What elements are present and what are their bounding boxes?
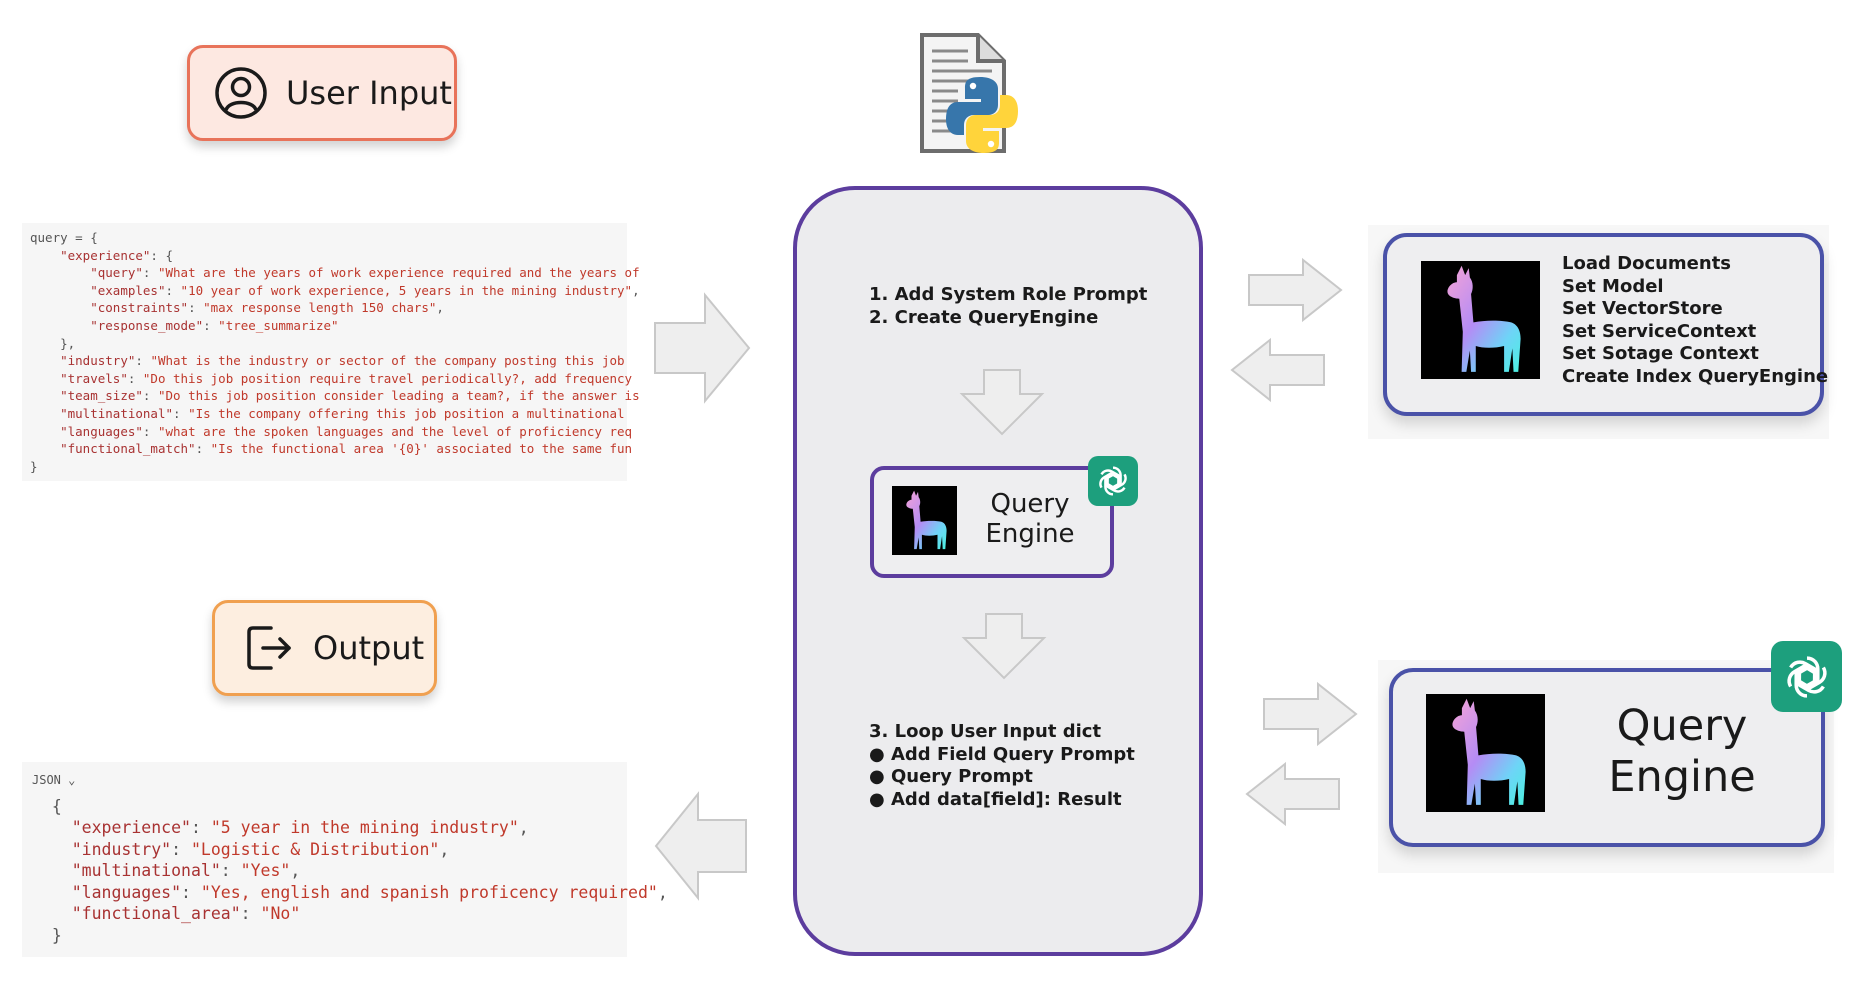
output-node: Output (212, 600, 437, 696)
arrow-down-icon (961, 613, 1047, 680)
code-line: "multinational": "Yes", (71, 861, 301, 880)
code-line: { (32, 796, 62, 816)
code-line: } (32, 925, 62, 945)
code-line: "experience": { (60, 247, 173, 263)
logout-icon (243, 622, 295, 674)
setup-item: Create Index QueryEngine (1562, 365, 1829, 387)
query-dict-code-block: query = { "experience": { "query": "What… (22, 223, 640, 481)
arrow-left-icon (1230, 337, 1325, 403)
code-line: "industry": "Logistic & Distribution", (71, 839, 450, 859)
code-line: "response_mode": "tree_summarize" (90, 317, 339, 333)
query-engine-card-label: Query Engine (1608, 701, 1756, 802)
code-line: "languages": "Yes, english and spanish p… (71, 882, 668, 902)
code-line: "travels": "Do this job position require… (60, 370, 633, 386)
code-line: "examples": "10 year of work experience,… (90, 282, 640, 298)
python-file-icon (920, 33, 1018, 153)
arrow-right-icon (1263, 681, 1358, 747)
output-label: Output (313, 629, 425, 667)
step-text: ● Add Field Query Prompt (869, 743, 1135, 765)
code-line: "multinational": "Is the company offerin… (60, 405, 625, 421)
code-line: "languages": "what are the spoken langua… (60, 423, 633, 439)
steps-top: 1. Add System Role Prompt 2. Create Quer… (869, 284, 1147, 329)
arrow-left-icon (1245, 761, 1340, 827)
user-circle-icon (214, 66, 268, 120)
steps-bottom: 3. Loop User Input dict ● Add Field Quer… (869, 721, 1135, 811)
setup-item: Set Sotage Context (1562, 343, 1759, 365)
openai-icon (1088, 456, 1138, 506)
json-output-code-block: JSON ⌄ { "experience": "5 year in the mi… (22, 762, 668, 957)
user-input-label: User Input (286, 74, 452, 112)
llama-logo (1421, 261, 1540, 379)
step-text: 3. Loop User Input dict (869, 721, 1102, 742)
arrow-right-icon (654, 292, 751, 404)
code-line: }, (30, 335, 76, 351)
code-line: "industry": "What is the industry or sec… (60, 353, 625, 369)
query-engine-label: Query Engine (985, 489, 1075, 549)
code-line: "functional_match": "Is the functional a… (60, 441, 633, 457)
user-input-node: User Input (187, 45, 457, 141)
code-line: "query": "What are the years of work exp… (90, 265, 640, 281)
arrow-right-icon (1248, 257, 1343, 323)
llama-logo (1426, 694, 1545, 812)
setup-item: Set VectorStore (1562, 298, 1723, 320)
code-language-label: JSON ⌄ (32, 773, 76, 787)
llama-setup-list: Load Documents Set Model Set VectorStore… (1562, 253, 1828, 389)
llama-logo (892, 486, 957, 555)
setup-item: Set Model (1562, 275, 1664, 297)
code-line: "team_size": "Do this job position consi… (60, 388, 640, 404)
setup-item: Set ServiceContext (1562, 320, 1757, 342)
step-text: ● Query Prompt (869, 766, 1033, 787)
step-text: 1. Add System Role Prompt (869, 284, 1148, 305)
code-line: query = { (30, 230, 98, 245)
arrow-left-icon (654, 791, 747, 901)
setup-item: Load Documents (1562, 253, 1732, 274)
code-line: "experience": "5 year in the mining indu… (71, 818, 529, 837)
step-text: 2. Create QueryEngine (869, 306, 1099, 328)
openai-icon (1771, 641, 1842, 712)
code-line: "functional_area": "No" (71, 904, 301, 923)
code-line: "constraints": "max response length 150 … (90, 300, 444, 316)
step-text: ● Add data[field]: Result (869, 788, 1122, 810)
code-line: } (30, 458, 38, 474)
arrow-down-icon (959, 369, 1045, 436)
